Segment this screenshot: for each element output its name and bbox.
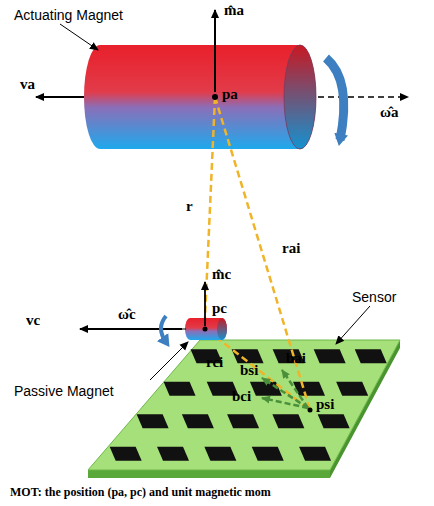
sensor-element	[252, 447, 284, 461]
vector-label: bsi	[240, 362, 258, 379]
sensor-element	[293, 382, 325, 396]
vector-label: va	[20, 76, 35, 93]
sensor-element	[164, 382, 196, 396]
point-label: pa	[222, 86, 238, 103]
point-label: pc	[212, 300, 227, 317]
vector-label: rai	[282, 240, 300, 257]
sensor-element	[336, 382, 368, 396]
sensor-plate	[88, 340, 400, 478]
part-label: Sensor	[352, 290, 396, 305]
sensor-element	[204, 447, 236, 461]
vector-label: m̂a	[224, 2, 244, 19]
distance-lines	[205, 97, 310, 410]
passive-magnet	[185, 318, 227, 340]
sensor-element	[314, 349, 346, 363]
field-vectors	[262, 370, 308, 408]
vector-label: ω̂a	[380, 104, 398, 121]
sensor-element	[157, 447, 189, 461]
part-label: Actuating Magnet	[14, 8, 123, 23]
part-label: Passive Magnet	[14, 384, 114, 399]
sensor-element	[318, 414, 350, 428]
sensor-element	[137, 414, 169, 428]
vector-label: r	[186, 198, 193, 215]
vector-label: ω̂c	[118, 306, 136, 323]
sensor-element	[110, 447, 142, 461]
sensor-element	[227, 414, 259, 428]
point-label: psi	[316, 396, 334, 413]
vector-label: m̂c	[212, 266, 231, 283]
vector-label: rci	[206, 354, 223, 371]
sensor-element	[355, 349, 387, 363]
sensor-element	[182, 414, 214, 428]
actuating-magnet	[84, 45, 316, 149]
vector-label: bci	[232, 388, 251, 405]
vector-label: bai	[286, 350, 306, 367]
vector-label: vc	[26, 312, 40, 329]
sensor-element	[299, 447, 331, 461]
figure-caption: MOT: the position (pa, pc) and unit magn…	[10, 486, 271, 499]
sensor-element	[272, 414, 304, 428]
